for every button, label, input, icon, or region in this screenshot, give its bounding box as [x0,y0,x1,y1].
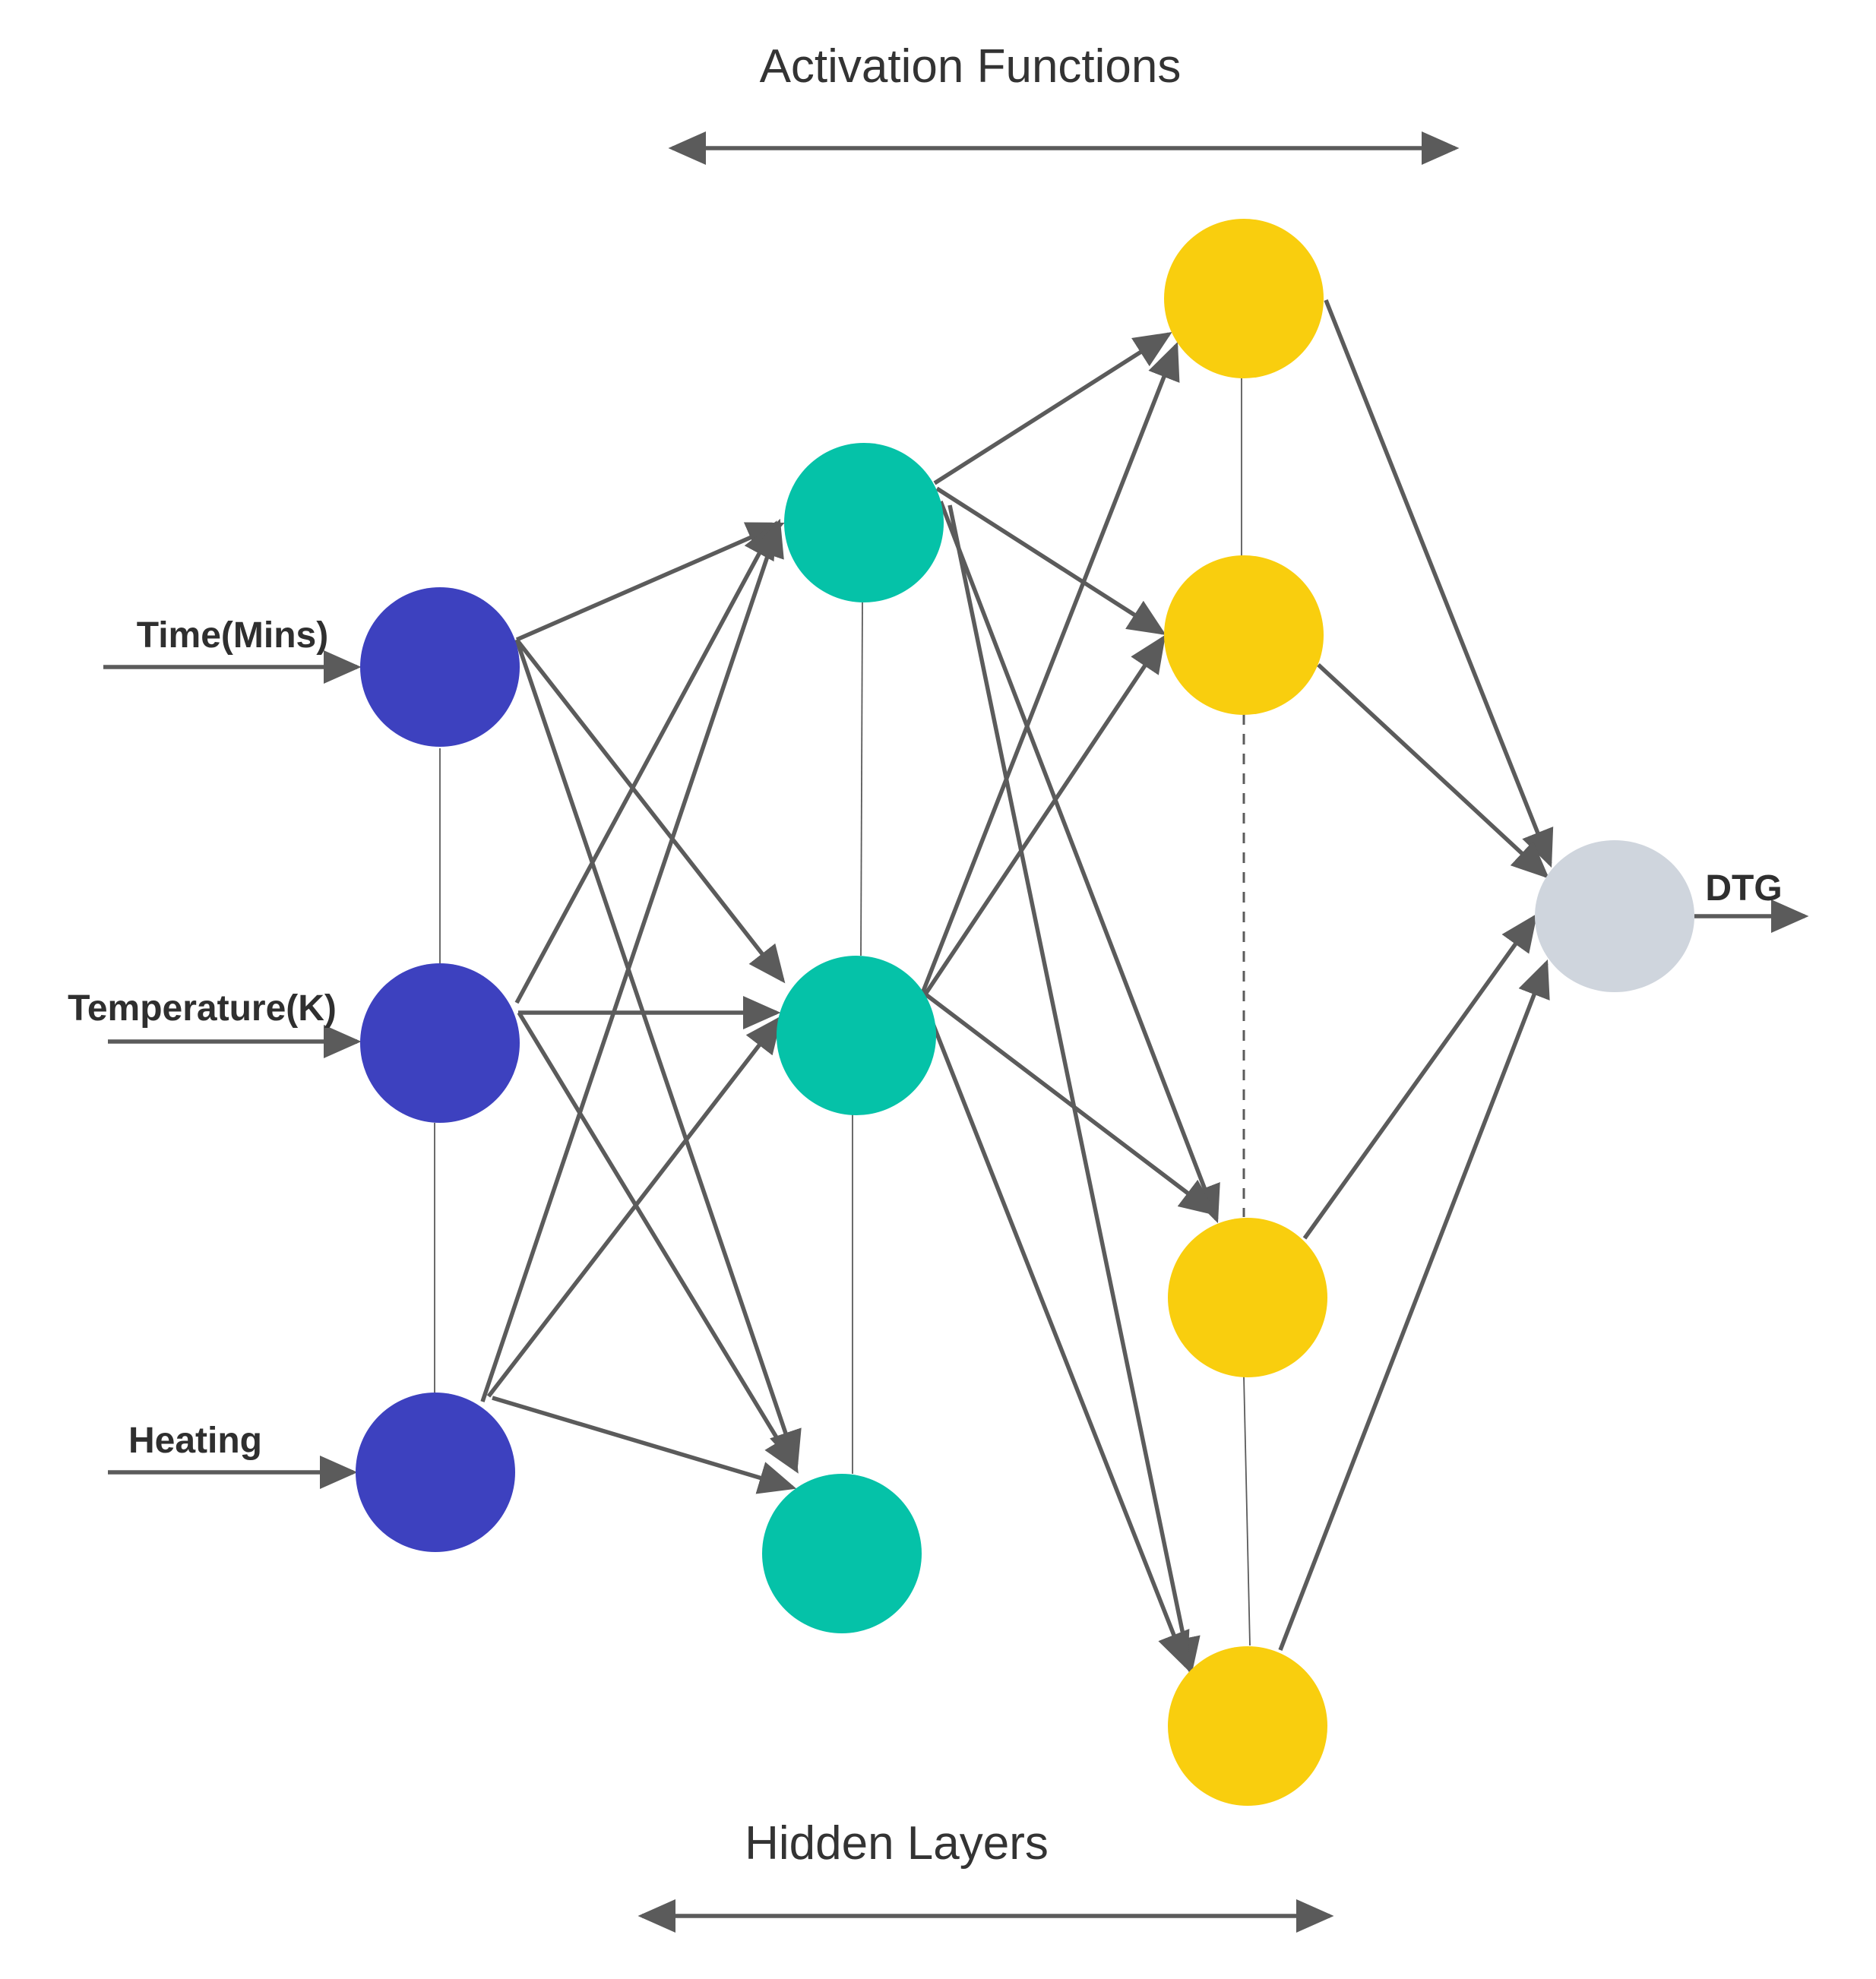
input-layer [356,587,520,1552]
output-label-dtg: DTG [1705,868,1782,909]
hidden1-to-hidden2-edges [919,332,1220,1676]
hidden-layers-title: Hidden Layers [745,1817,1049,1870]
hidden2-node [1168,1646,1327,1806]
hidden2-layer-connector [1243,1376,1251,1646]
edge [922,634,1166,997]
input-to-hidden1-edges [480,518,802,1494]
input-node-heating [356,1393,515,1552]
hidden1-node [762,1474,922,1633]
edge [922,1001,1190,1671]
edge [1324,299,1554,868]
hidden2-to-output-edges [1278,299,1554,1651]
activation-functions-title: Activation Functions [760,40,1182,93]
output-node [1535,840,1694,992]
hidden1-node [784,443,944,602]
hidden-layer-1 [762,443,944,1633]
edge [1278,959,1550,1651]
edge [923,991,1218,1216]
input-node-temperature [360,963,520,1123]
edge [938,501,1220,1224]
input-arrows [103,650,362,1489]
edge [947,504,1201,1676]
edge [517,1011,799,1474]
hidden2-node [1164,219,1324,378]
hidden1-node [777,956,936,1115]
input-label-time: Time(Mins) [137,615,328,656]
input-node-time [360,587,520,747]
edge [480,518,784,1402]
hidden2-node [1164,555,1324,715]
hidden2-node [1168,1218,1327,1377]
edge [1302,913,1538,1240]
layer-connectors [434,378,1251,1646]
edge [514,520,777,1004]
input-label-heating: Heating [128,1421,262,1461]
edge [933,332,1172,485]
edge [935,486,1166,635]
edge [514,639,802,1469]
hidden-layer-2 [1164,219,1327,1806]
edge [492,1396,797,1494]
edge [486,1015,783,1398]
edge [515,522,786,642]
hidden1-layer-connector [860,602,863,956]
edge [514,638,786,984]
edge [919,341,1180,997]
input-label-temperature: Temperature(K) [68,988,337,1029]
edge [1317,662,1550,879]
